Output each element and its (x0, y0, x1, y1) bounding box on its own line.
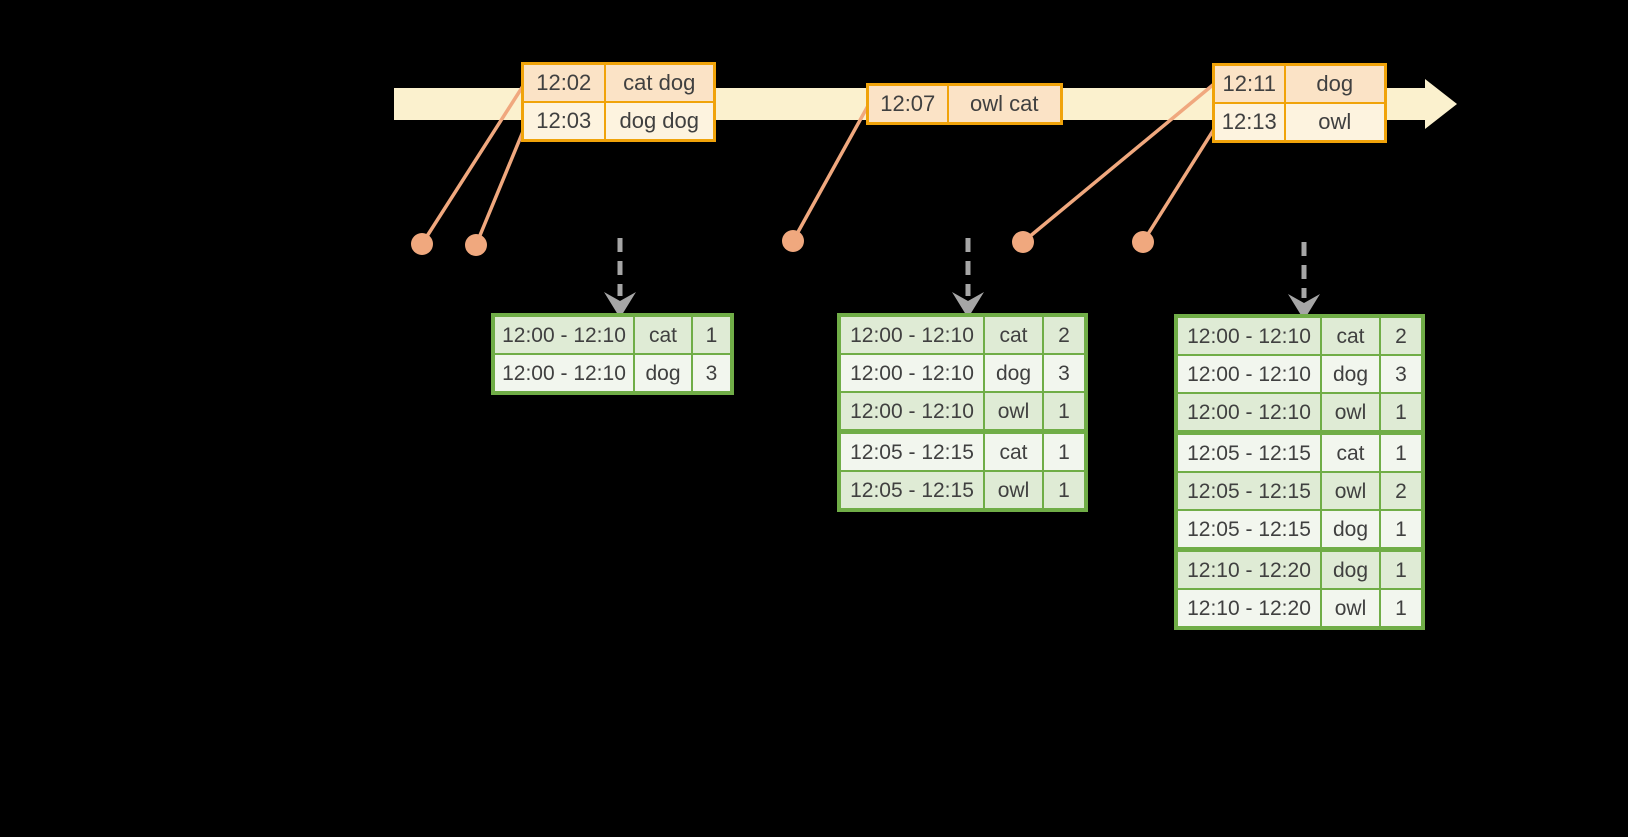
result-row: 12:00 - 12:10 cat 2 (1175, 315, 1424, 356)
event-dot (411, 233, 433, 255)
word: cat (633, 314, 693, 355)
window-range: 12:00 - 12:10 (1175, 354, 1322, 394)
result-row: 12:00 - 12:10 dog 3 (492, 353, 733, 394)
word: owl (1320, 471, 1381, 511)
window-range: 12:05 - 12:15 (838, 429, 985, 472)
event-dot (782, 230, 804, 252)
word: dog (1320, 509, 1381, 551)
window-range: 12:00 - 12:10 (838, 353, 985, 393)
event-table-3: 12:11 dog 12:13 owl (1212, 63, 1387, 143)
word: owl (983, 470, 1044, 511)
word: cat (1320, 430, 1381, 473)
event-words: owl (1283, 102, 1387, 143)
result-row: 12:10 - 12:20 owl 1 (1175, 588, 1424, 629)
count: 3 (1042, 353, 1087, 393)
event-table-1: 12:02 cat dog 12:03 dog dog (521, 62, 716, 142)
word: owl (1320, 392, 1381, 434)
result-row: 12:05 - 12:15 cat 1 (1175, 430, 1424, 473)
result-row: 12:00 - 12:10 dog 3 (1175, 354, 1424, 394)
count: 2 (1379, 471, 1424, 511)
result-row: 12:05 - 12:15 cat 1 (838, 429, 1087, 472)
window-range: 12:05 - 12:15 (1175, 471, 1322, 511)
down-arrow-heads (604, 292, 1320, 320)
count: 1 (1379, 547, 1424, 590)
connector-line (1141, 125, 1218, 243)
event-dot (1132, 231, 1154, 253)
result-row: 12:05 - 12:15 owl 1 (838, 470, 1087, 511)
word: cat (1320, 315, 1381, 356)
count: 1 (1379, 588, 1424, 629)
window-range: 12:10 - 12:20 (1175, 547, 1322, 590)
event-row: 12:07 owl cat (866, 83, 1063, 125)
count: 1 (691, 314, 733, 355)
event-dot (1012, 231, 1034, 253)
result-row: 12:05 - 12:15 dog 1 (1175, 509, 1424, 551)
event-dot (465, 234, 487, 256)
event-words: dog (1283, 63, 1387, 104)
window-range: 12:00 - 12:10 (838, 314, 985, 355)
down-arrow-icon (952, 292, 984, 318)
connector-line (791, 103, 871, 242)
connector-line (420, 85, 525, 245)
count: 1 (1379, 392, 1424, 434)
result-row: 12:00 - 12:10 cat 2 (838, 314, 1087, 355)
result-row: 12:05 - 12:15 owl 2 (1175, 471, 1424, 511)
window-range: 12:10 - 12:20 (1175, 588, 1322, 629)
word: dog (1320, 547, 1381, 590)
event-time: 12:11 (1212, 63, 1286, 104)
count: 2 (1042, 314, 1087, 355)
count: 1 (1379, 509, 1424, 551)
result-row: 12:10 - 12:20 dog 1 (1175, 547, 1424, 590)
count: 3 (1379, 354, 1424, 394)
down-arrow-icon (604, 292, 636, 318)
dashed-arrow-shafts (617, 238, 1307, 298)
count: 3 (691, 353, 733, 394)
event-dots (411, 230, 1154, 256)
connector-line (474, 128, 526, 246)
window-range: 12:00 - 12:10 (1175, 392, 1322, 434)
word: owl (1320, 588, 1381, 629)
window-range: 12:05 - 12:15 (1175, 509, 1322, 551)
window-range: 12:00 - 12:10 (492, 353, 635, 394)
word: cat (983, 429, 1044, 472)
event-words: owl cat (946, 83, 1063, 125)
window-range: 12:05 - 12:15 (1175, 430, 1322, 473)
event-words: cat dog (603, 62, 716, 103)
result-row: 12:00 - 12:10 owl 1 (838, 391, 1087, 433)
count: 2 (1379, 315, 1424, 356)
word: dog (633, 353, 693, 394)
count: 1 (1042, 429, 1087, 472)
event-words: dog dog (603, 101, 716, 142)
window-range: 12:00 - 12:10 (838, 391, 985, 433)
event-time: 12:07 (866, 83, 949, 125)
event-row: 12:02 cat dog (521, 62, 716, 103)
window-range: 12:05 - 12:15 (838, 470, 985, 511)
result-row: 12:00 - 12:10 owl 1 (1175, 392, 1424, 434)
word: dog (1320, 354, 1381, 394)
event-time: 12:13 (1212, 102, 1286, 143)
count: 1 (1042, 391, 1087, 433)
event-table-2: 12:07 owl cat (866, 83, 1063, 125)
result-table-1: 12:00 - 12:10 cat 1 12:00 - 12:10 dog 3 (491, 313, 734, 395)
connector-line (1021, 82, 1216, 244)
window-range: 12:00 - 12:10 (492, 314, 635, 355)
result-row: 12:00 - 12:10 dog 3 (838, 353, 1087, 393)
result-row: 12:00 - 12:10 cat 1 (492, 314, 733, 355)
down-arrow-icon (1288, 294, 1320, 320)
event-row: 12:03 dog dog (521, 101, 716, 142)
result-table-3: 12:00 - 12:10 cat 2 12:00 - 12:10 dog 3 … (1174, 314, 1425, 630)
connector-lines (420, 82, 1218, 246)
event-row: 12:11 dog (1212, 63, 1387, 104)
count: 1 (1379, 430, 1424, 473)
event-time: 12:03 (521, 101, 606, 142)
word: dog (983, 353, 1044, 393)
result-table-2: 12:00 - 12:10 cat 2 12:00 - 12:10 dog 3 … (837, 313, 1088, 512)
count: 1 (1042, 470, 1087, 511)
window-range: 12:00 - 12:10 (1175, 315, 1322, 356)
event-time: 12:02 (521, 62, 606, 103)
word: cat (983, 314, 1044, 355)
timeline-arrowhead-icon (1425, 79, 1457, 129)
event-row: 12:13 owl (1212, 102, 1387, 143)
word: owl (983, 391, 1044, 433)
